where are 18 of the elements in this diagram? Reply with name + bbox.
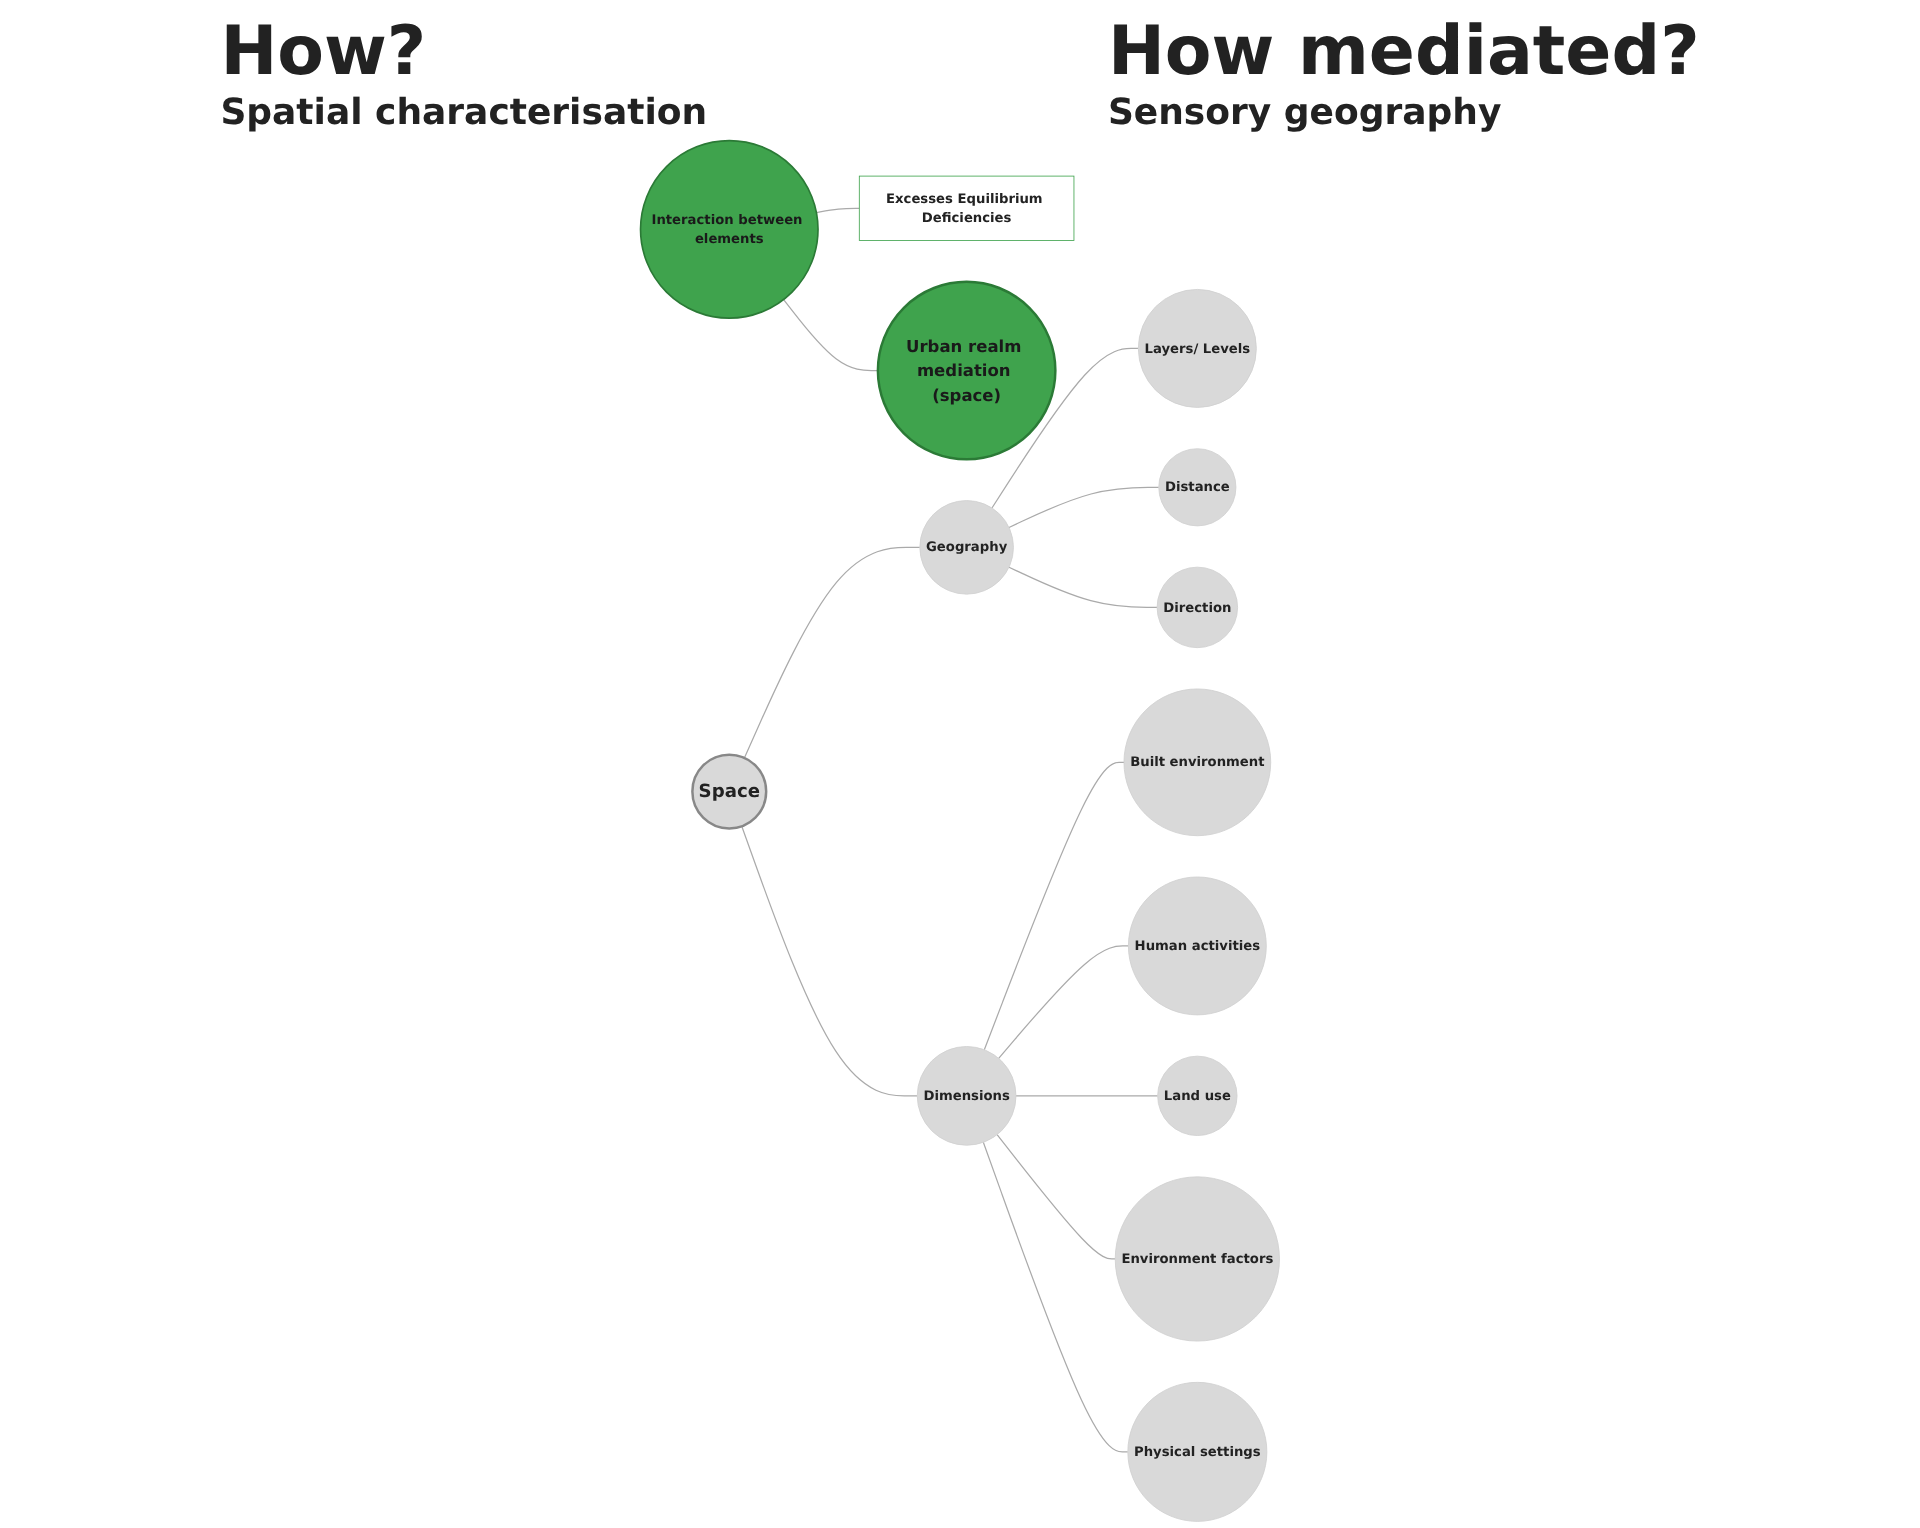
connector xyxy=(815,207,860,214)
question-heading: How mediated? xyxy=(1107,12,1700,92)
connector xyxy=(741,825,918,1097)
subheading: Sensory geography xyxy=(1107,92,1502,134)
question-heading: How? xyxy=(220,12,427,92)
connector xyxy=(1008,486,1160,529)
connector xyxy=(1008,566,1158,609)
node-circle: Space xyxy=(691,753,768,830)
connector xyxy=(996,1134,1116,1260)
connector xyxy=(983,761,1125,1051)
connector xyxy=(783,298,879,372)
subheading: Spatial characterisation xyxy=(220,92,708,134)
connector xyxy=(743,546,921,759)
connector xyxy=(982,1141,1129,1453)
connector xyxy=(1015,1095,1159,1097)
node-circle: Urban realm mediation (space) xyxy=(876,280,1057,461)
connector xyxy=(998,945,1129,1059)
connector xyxy=(991,347,1139,509)
